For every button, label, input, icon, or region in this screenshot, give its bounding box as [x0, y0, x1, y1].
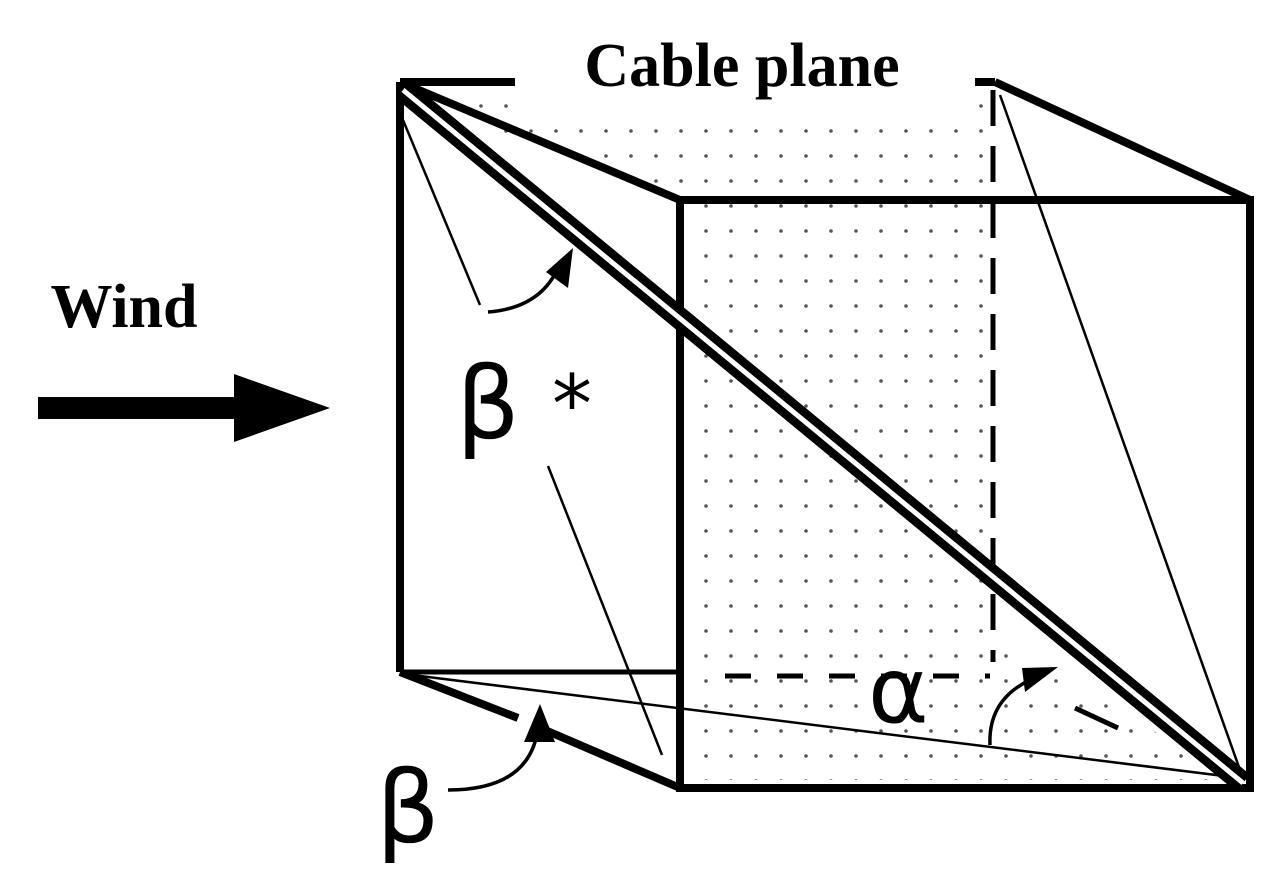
beta-symbol: β: [376, 749, 440, 866]
beta-arc: [447, 727, 540, 792]
title-backing: [520, 20, 970, 120]
front-face: [676, 196, 1254, 792]
alpha-arrowhead: [1022, 667, 1058, 692]
beta-star-arrowhead: [546, 248, 573, 288]
alpha-arc: [988, 678, 1031, 746]
cable-plane-title: Cable plane: [584, 32, 899, 100]
wind-arrow: [38, 374, 330, 442]
cable: [395, 81, 1251, 792]
beta-star-arc: [487, 267, 560, 314]
wind-label: Wind: [50, 273, 197, 341]
beta-star-asterisk: *: [552, 358, 592, 451]
beta-star-symbol: β: [456, 345, 520, 462]
beta-arrowhead: [524, 704, 555, 742]
receding-edges: [398, 78, 1252, 792]
back-face: [396, 78, 995, 675]
alpha-symbol: α: [868, 637, 929, 744]
construction-lines: [401, 94, 1242, 780]
